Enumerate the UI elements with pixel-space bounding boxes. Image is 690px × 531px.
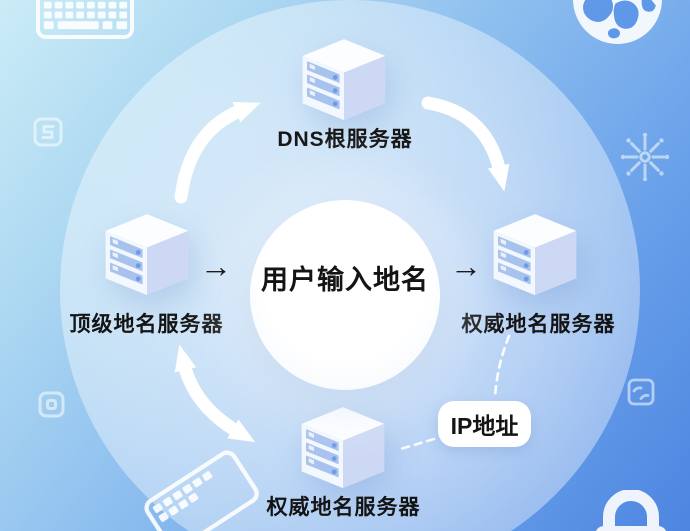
arrow-center-to-right-glyph: → [450,248,482,284]
steps-icon [627,378,655,406]
keyboard-icon [36,0,134,39]
frame-in-frame-icon [38,391,65,418]
network-hub-icon [620,132,670,182]
arrow-left-to-center-glyph: → [200,248,232,284]
globe-icon [573,0,662,44]
ip-address-label: IP地址 [450,413,519,439]
tld-server-label: 顶级地名服务器 [69,313,224,336]
center-circle [250,200,440,390]
authoritative-server-right-label: 权威地名服务器 [461,313,616,336]
server-icon [105,214,189,296]
server-icon [301,407,385,489]
keyboard-icon [144,450,259,531]
swap-icon [33,117,63,147]
ip-address-badge: IP地址 [438,401,531,447]
server-icon [302,39,386,121]
lock-icon [595,490,667,531]
center-label: 用户输入地名 [261,265,429,295]
server-icon [493,214,577,296]
root-server-label: DNS根服务器 [277,128,413,151]
authoritative-server-bottom-label: 权威地名服务器 [266,496,421,519]
